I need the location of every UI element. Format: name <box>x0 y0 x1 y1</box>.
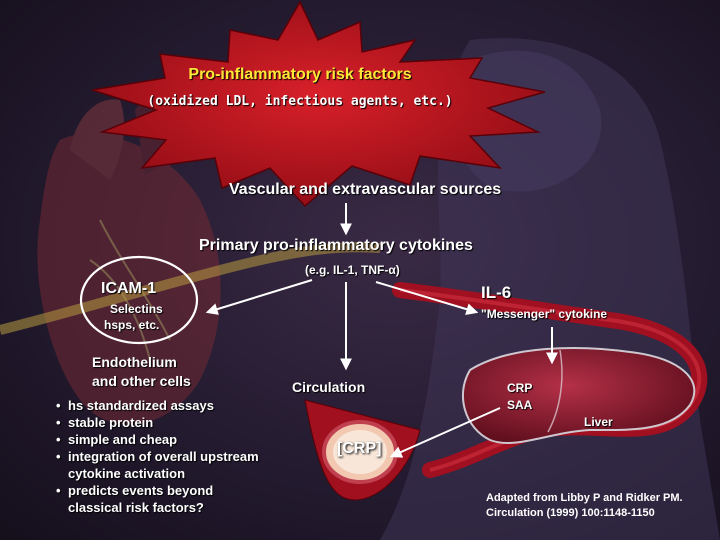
liver-label: Liver <box>584 415 613 429</box>
feature-bullet-list: hs standardized assays stable protein si… <box>56 397 259 516</box>
il6-title: IL-6 <box>481 283 512 302</box>
bullet-item: hs standardized assays <box>56 397 259 414</box>
bullet-item: integration of overall upstream <box>56 448 259 465</box>
citation-line2: Circulation (1999) 100:1148-1150 <box>486 507 655 519</box>
circulation-label: Circulation <box>292 379 366 395</box>
icam-circle <box>79 255 199 345</box>
il6-subtitle: "Messenger" cytokine <box>481 307 608 321</box>
star-subtitle: (oxidized LDL, infectious agents, etc.) <box>147 94 453 109</box>
icam-line2: hsps, etc. <box>104 318 160 332</box>
citation-line1: Adapted from Libby P and Ridker PM. <box>486 492 683 504</box>
crp-box-label: [CRP] <box>337 440 382 457</box>
arrow-cytokines-to-icam <box>205 279 313 315</box>
endothelium-line2: and other cells <box>92 373 191 389</box>
bullet-continuation: cytokine activation <box>68 466 186 481</box>
bullet-item: stable protein <box>56 414 259 431</box>
arrow-liver-to-crp <box>389 407 501 458</box>
liver-organ <box>461 347 696 444</box>
arrow-cytokines-to-il6 <box>375 281 479 315</box>
risk-factor-starburst <box>91 0 546 208</box>
bullet-item: simple and cheap <box>56 431 259 448</box>
tape-measure <box>0 242 381 335</box>
sources-label: Vascular and extravascular sources <box>229 181 502 198</box>
liver-saa-label: SAA <box>507 398 533 412</box>
bullet-continuation: classical risk factors? <box>68 500 204 515</box>
heart-illustration <box>37 97 221 425</box>
star-title: Pro-inflammatory risk factors <box>188 66 412 83</box>
cytokines-title: Primary pro-inflammatory cytokines <box>199 237 473 254</box>
bullet-item: predicts events beyond <box>56 482 259 499</box>
cytokines-examples: (e.g. IL-1, TNF-α) <box>305 263 400 277</box>
icam-line1: Selectins <box>110 302 163 316</box>
icam-title: ICAM-1 <box>101 280 157 297</box>
liver-crp-label: CRP <box>507 381 533 395</box>
citation: Adapted from Libby P and Ridker PM. Circ… <box>486 491 683 521</box>
endothelium-line1: Endothelium <box>92 354 177 370</box>
